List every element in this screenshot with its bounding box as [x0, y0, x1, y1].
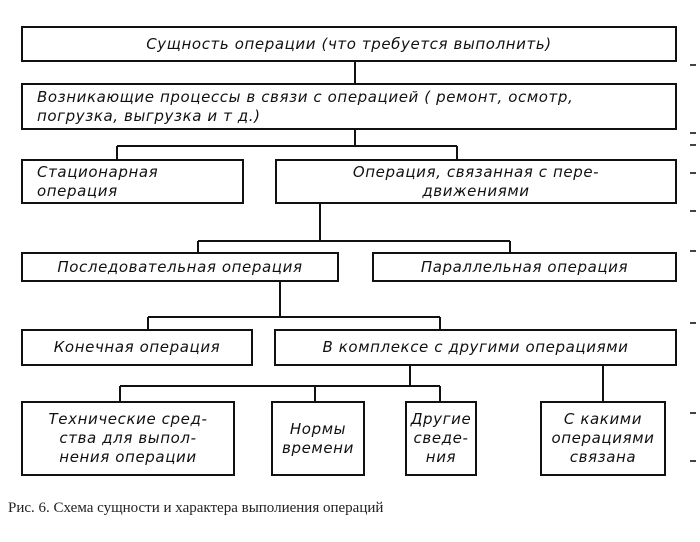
node-other-info: Другие сведе- ния	[405, 401, 477, 476]
node-stationary-operation-text: Стационарная операция	[37, 162, 159, 200]
node-complex-operations: В комплексе с другими операциями	[274, 329, 677, 366]
node-related-operations: С какими операциями связана	[540, 401, 666, 476]
node-parallel-operation: Параллельная операция	[372, 252, 677, 282]
node-operation-essence-text: Сущность операции (что требуется выполни…	[146, 34, 552, 53]
edge-mark	[690, 132, 696, 134]
node-sequential-operation-text: Последовательная операция	[57, 257, 303, 276]
node-technical-means-text: Технические сред- ства для выпол- нения …	[48, 410, 208, 466]
node-related-operations-text: С какими операциями связана	[551, 410, 655, 466]
edge-mark	[690, 460, 696, 462]
node-complex-operations-text: В комплексе с другими операциями	[322, 338, 629, 357]
node-sequential-operation: Последовательная операция	[21, 252, 339, 282]
node-final-operation: Конечная операция	[21, 329, 253, 366]
figure-caption: Рис. 6. Схема сущности и характера выпол…	[8, 500, 384, 516]
node-time-norms: Нормы времени	[271, 401, 365, 476]
edge-mark	[690, 322, 696, 324]
edge-mark	[690, 412, 696, 414]
edge-mark	[690, 210, 696, 212]
node-arising-processes: Возникающие процессы в связи с операцией…	[21, 83, 677, 130]
node-stationary-operation: Стационарная операция	[21, 159, 244, 204]
node-other-info-text: Другие сведе- ния	[410, 410, 472, 466]
node-arising-processes-text: Возникающие процессы в связи с операцией…	[37, 87, 574, 125]
edge-mark	[690, 250, 696, 252]
node-operation-essence: Сущность операции (что требуется выполни…	[21, 26, 677, 62]
node-movement-operation-text: Операция, связанная с пере- движениями	[352, 162, 600, 200]
page-edge-marks	[688, 60, 700, 480]
edge-mark	[690, 144, 696, 146]
node-technical-means: Технические сред- ства для выпол- нения …	[21, 401, 235, 476]
edge-mark	[690, 64, 696, 66]
node-time-norms-text: Нормы времени	[282, 419, 354, 457]
node-movement-operation: Операция, связанная с пере- движениями	[275, 159, 677, 204]
edge-mark	[690, 172, 696, 174]
node-parallel-operation-text: Параллельная операция	[420, 257, 629, 276]
node-final-operation-text: Конечная операция	[53, 338, 221, 357]
